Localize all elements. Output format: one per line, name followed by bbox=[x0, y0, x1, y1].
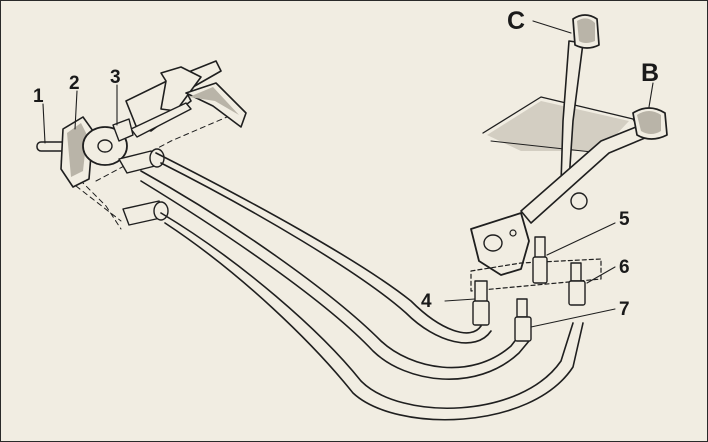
right-pedal-assembly bbox=[470, 14, 668, 342]
callout-5: 5 bbox=[619, 209, 630, 230]
callout-7: 7 bbox=[619, 299, 630, 320]
pivot-disk bbox=[82, 126, 128, 166]
callout-4: 4 bbox=[421, 291, 432, 312]
callout-c: C bbox=[507, 7, 525, 35]
left-bracket-assembly bbox=[36, 60, 247, 230]
callout-2: 2 bbox=[69, 73, 80, 94]
callout-b: B bbox=[641, 59, 659, 87]
callout-6: 6 bbox=[619, 257, 630, 278]
cables bbox=[140, 152, 584, 421]
leader-lines bbox=[42, 20, 654, 328]
callout-1: 1 bbox=[33, 86, 44, 107]
callout-3: 3 bbox=[110, 67, 121, 88]
